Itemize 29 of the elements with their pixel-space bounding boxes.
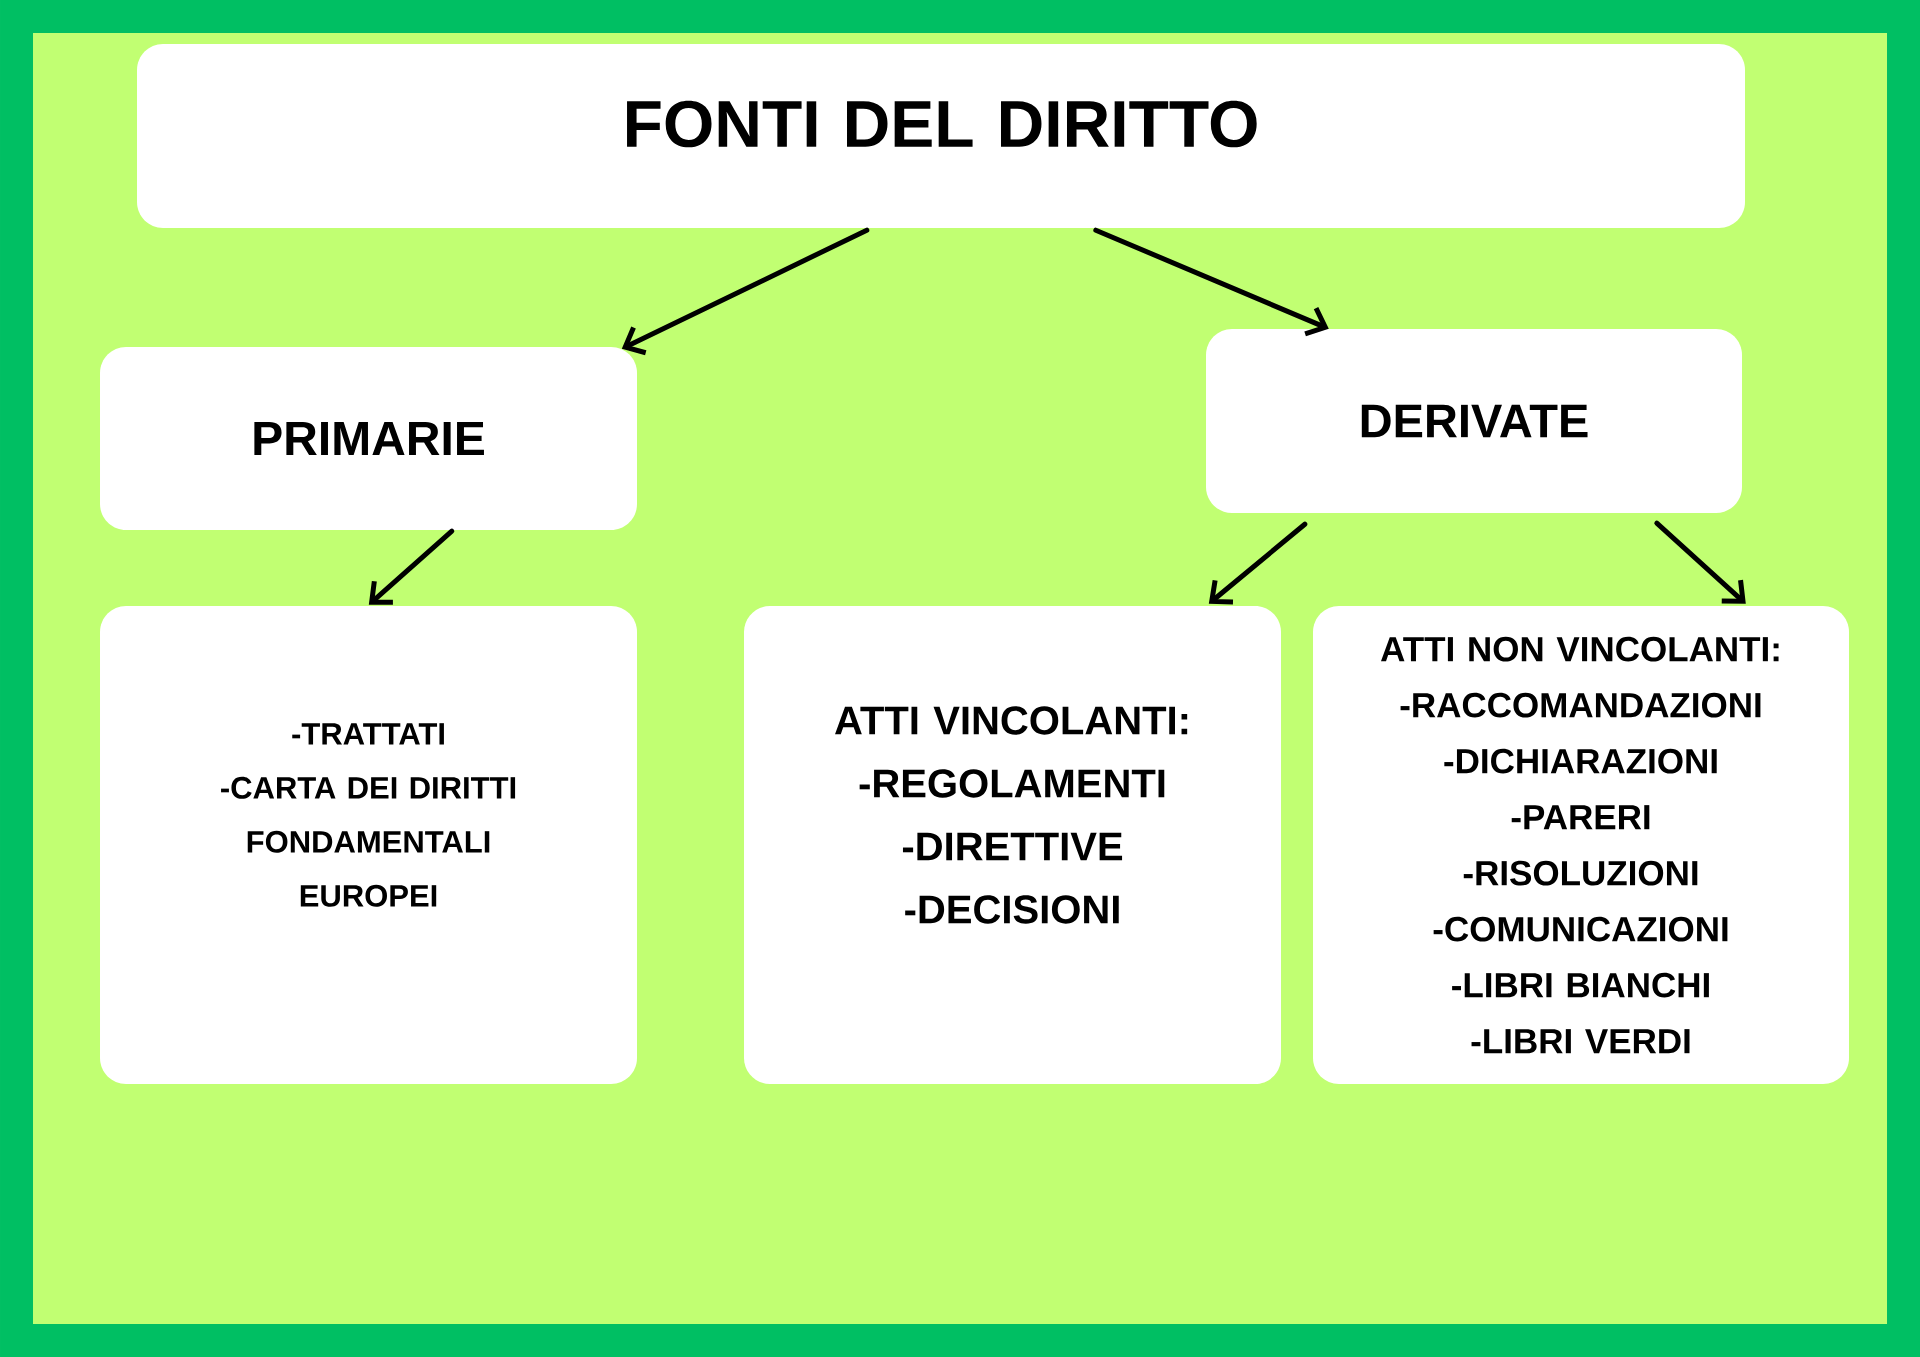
list-box bbox=[100, 606, 637, 1084]
category-box bbox=[100, 347, 637, 530]
box-text: FONTI DEL DIRITTO bbox=[627, 100, 1257, 148]
node-label: -LIBRI VERDI bbox=[1471, 1029, 1690, 1054]
list-box bbox=[744, 606, 1281, 1084]
list-box bbox=[1313, 606, 1849, 1084]
node-label: -PARERI bbox=[1511, 805, 1650, 830]
box-text: DERIVATE bbox=[1361, 404, 1588, 438]
title-box bbox=[137, 44, 1745, 228]
box-text: PRIMARIE bbox=[254, 422, 484, 455]
node-label: -DIRETTIVE bbox=[902, 832, 1123, 861]
node-label: -RACCOMANDAZIONI bbox=[1400, 692, 1761, 718]
category-box bbox=[1206, 329, 1742, 513]
arrow bbox=[1208, 521, 1308, 605]
node-label: -COMUNICAZIONI bbox=[1433, 916, 1728, 942]
box-text: ATTI VINCOLANTI: -REGOLAMENTI -DIRETTIVE -DECISIONI bbox=[835, 706, 1188, 924]
node-label: ATTI VINCOLANTI: bbox=[835, 706, 1188, 735]
arrow bbox=[1093, 227, 1329, 337]
node-label: -REGOLAMENTI bbox=[859, 769, 1165, 798]
arrow bbox=[621, 227, 870, 356]
node-label: -DICHIARAZIONI bbox=[1444, 748, 1717, 774]
node-label: -DECISIONI bbox=[905, 895, 1119, 924]
box-text: -TRATTATI -CARTA DEI DIRITTI FONDAMENTALI EUROPEI bbox=[221, 723, 516, 907]
node-label: -LIBRI BIANCHI bbox=[1452, 972, 1709, 998]
node-label: ATTI NON VINCOLANTI: bbox=[1380, 636, 1779, 662]
node-label: -RISOLUZIONI bbox=[1463, 860, 1698, 886]
arrow bbox=[368, 528, 455, 605]
arrow bbox=[1654, 520, 1746, 604]
box-text: ATTI NON VINCOLANTI: -RACCOMANDAZIONI -DICHIARAZIONI -PARERI -RISOLUZIONI -COMUNICAZIONI -LIBRI BIANCHI -LIBRI VERDI bbox=[1381, 636, 1779, 1054]
